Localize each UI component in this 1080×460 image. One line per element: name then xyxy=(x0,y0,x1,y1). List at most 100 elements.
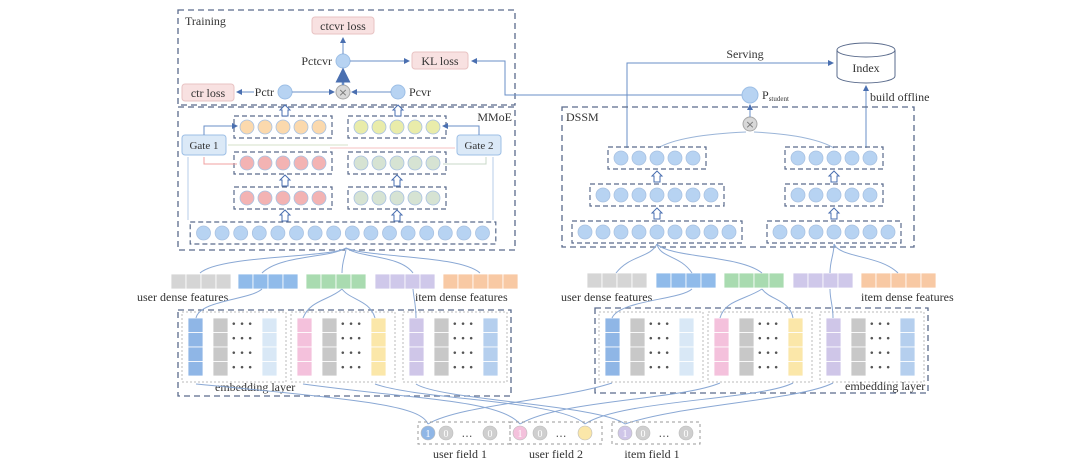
expert-2-layer-1-box xyxy=(347,186,447,210)
left-user-field-2-emb-col-c xyxy=(370,346,387,362)
shared-input-layer-box xyxy=(189,221,497,245)
shared-input-layer-node xyxy=(437,225,453,241)
user-tower-mid-node xyxy=(595,187,611,203)
p-student-node xyxy=(741,86,759,104)
dense-blue-cell xyxy=(670,272,687,289)
up-arrow-icon xyxy=(827,170,841,183)
dense-purple-cell xyxy=(404,273,421,290)
zero-node xyxy=(438,425,454,441)
expert-1-layer-1-node xyxy=(311,190,327,206)
ellipsis: • • • xyxy=(340,320,362,330)
left-user-field-1-emb-col-b xyxy=(212,317,229,333)
user-tower-input-node xyxy=(649,224,665,240)
zero-node xyxy=(482,425,498,441)
dense-green-cell xyxy=(320,273,337,290)
left-user-dense-label: user dense features xyxy=(137,290,229,304)
left-user-field-1-emb-col-c xyxy=(261,361,278,377)
right-user-field-1-emb-box xyxy=(598,311,704,383)
shared-input-layer-node xyxy=(289,225,304,241)
right-user-field-2-emb-col-b xyxy=(738,346,755,362)
left-item-field-1-emb-col-c xyxy=(482,317,499,333)
left-item-field-1-emb-box xyxy=(402,311,508,383)
zero-node-text: 0 xyxy=(684,429,689,440)
dense-orange-cell xyxy=(920,272,937,289)
left-item-field-1-emb-col-a xyxy=(408,332,425,348)
left-user-field-1-emb-col-a xyxy=(187,317,204,333)
dense-green-cell xyxy=(753,272,770,289)
ellipsis: • • • xyxy=(757,320,779,330)
user-field-1-label: user field 1 xyxy=(433,447,487,460)
expert-1-layer-2-node xyxy=(311,155,327,171)
left-user-field-1-emb-col-a xyxy=(187,361,204,377)
ctr-tower-top-node xyxy=(275,119,291,135)
ellipsis: • • • xyxy=(340,364,362,374)
dense-orange-cell xyxy=(472,273,489,290)
ctr-loss-box xyxy=(181,83,235,102)
pcvr-label: Pcvr xyxy=(409,85,431,99)
user-field-2-box xyxy=(509,421,603,445)
expert-2-layer-2-node xyxy=(425,155,441,171)
user-tower-mid-node xyxy=(649,187,665,203)
ellipsis: • • • xyxy=(648,320,670,330)
kl-loss-box xyxy=(411,51,469,70)
up-arrow-icon xyxy=(650,170,664,183)
shared-input-layer-node xyxy=(233,225,249,241)
left-user-field-1-emb-col-b xyxy=(212,346,229,362)
dense-purple-cell xyxy=(837,272,854,289)
expert-2-layer-1-node xyxy=(407,190,423,206)
dense-purple-cell xyxy=(389,273,406,290)
expert-1-layer-2-node xyxy=(257,155,273,171)
left-item-dense-label: item dense features xyxy=(415,290,508,304)
one-hot-node-text: 1 xyxy=(623,429,628,440)
right-user-field-1-emb-col-a xyxy=(604,317,621,333)
left-embedding-box xyxy=(177,309,512,397)
index-label: Index xyxy=(852,61,879,75)
left-dense-features xyxy=(170,273,519,290)
item-tower-mid-box xyxy=(784,183,884,207)
ctr-tower-top-node xyxy=(311,119,327,135)
right-item-field-1-emb-col-b xyxy=(850,317,867,333)
left-embedding-label: embedding layer xyxy=(215,380,295,394)
zero-node xyxy=(678,425,694,441)
user-tower-input-node xyxy=(577,224,593,240)
expert-1-layer-1-box xyxy=(233,186,333,210)
user-tower-mid-node xyxy=(703,187,719,203)
right-user-field-2-emb-box xyxy=(707,311,813,383)
user-tower-top-box xyxy=(607,146,707,170)
kl-loss-label: KL loss xyxy=(421,54,459,68)
right-user-field-2-emb-col-c xyxy=(787,317,804,333)
ellipsis: … xyxy=(462,427,473,440)
user-tower-mid-box xyxy=(589,183,725,207)
item-tower-mid-node xyxy=(808,187,824,203)
dense-purple-cell xyxy=(792,272,809,289)
right-user-field-1-emb-col-b xyxy=(629,317,646,333)
left-user-field-1-emb-col-c xyxy=(261,332,278,348)
right-user-field-2-emb-col-a xyxy=(713,317,730,333)
right-item-field-1-emb-col-a xyxy=(825,332,842,348)
ellipsis: • • • xyxy=(648,364,670,374)
dense-orange-cell xyxy=(487,273,504,290)
left-user-field-1-emb-col-c xyxy=(261,317,278,333)
user-tower-input-node xyxy=(667,224,683,240)
ellipsis: • • • xyxy=(231,364,253,374)
value-node xyxy=(577,425,593,441)
right-user-field-1-emb-col-a xyxy=(604,332,621,348)
item-tower-input-node xyxy=(790,224,806,240)
ellipsis: • • • xyxy=(869,364,891,374)
user-tower-input-node xyxy=(595,224,611,240)
right-user-field-1-emb-col-c xyxy=(678,361,695,377)
ellipsis: • • • xyxy=(340,349,362,359)
left-user-field-2-emb-col-c xyxy=(370,332,387,348)
item-tower-mid-node xyxy=(826,187,842,203)
dssm-label: DSSM xyxy=(566,110,599,124)
dense-purple-cell xyxy=(374,273,391,290)
expert-2-layer-2-node xyxy=(353,155,369,171)
expert-2-layer-2-box xyxy=(347,151,447,175)
left-user-field-1-emb-col-b xyxy=(212,361,229,377)
expert-2-layer-2-node xyxy=(407,155,423,171)
dense-orange-cell xyxy=(860,272,877,289)
ellipsis: … xyxy=(659,427,670,440)
item-tower-input-node xyxy=(844,224,860,240)
ellipsis: • • • xyxy=(452,335,474,345)
zero-node-text: 0 xyxy=(444,429,449,440)
